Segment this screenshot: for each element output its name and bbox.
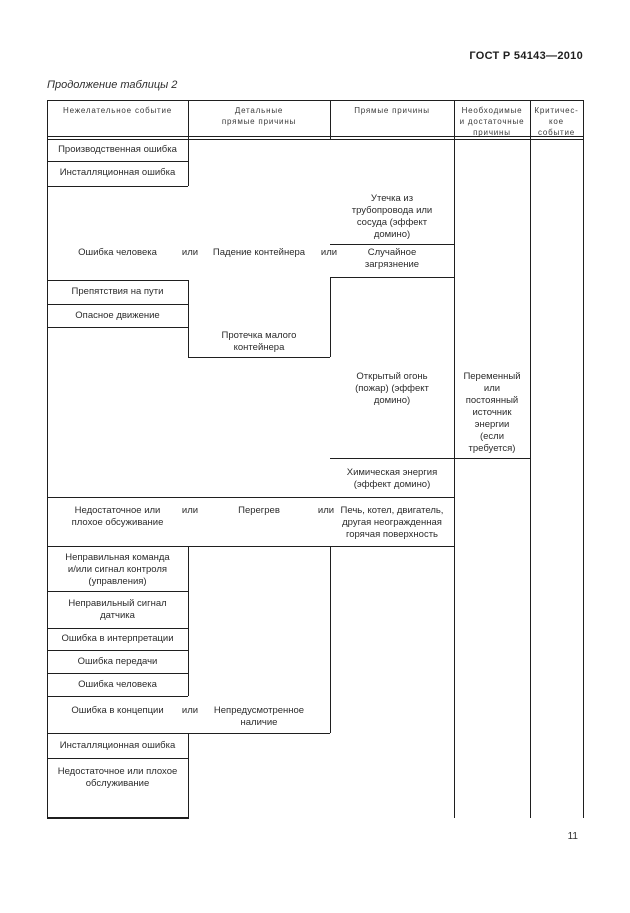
cell-installyatsionnaya-oshibka-1: Инсталляционная ошибка xyxy=(59,167,176,178)
grid-line-h xyxy=(47,161,188,162)
cell-peremennyy-istochnik: Переменный или постоянный источник энерг… xyxy=(463,371,521,454)
header-double-line-lower xyxy=(47,139,583,140)
grid-line-h xyxy=(47,591,188,592)
cell-prepyatstviya-na-puti: Препятствия на пути xyxy=(71,286,164,297)
cell-oshibka-cheloveka-2: Ошибка человека xyxy=(78,679,157,690)
grid-line-v xyxy=(188,280,189,357)
grid-line-h xyxy=(330,458,530,459)
table-right-border xyxy=(583,100,584,818)
cell-utechka: Утечка из трубопровода или сосуда (эффек… xyxy=(351,193,433,240)
table-top-border xyxy=(47,100,583,101)
cell-sluchaynoe-zagryaznenie: Случайное загрязнение xyxy=(364,247,420,270)
cell-proizvodstvennaya-oshibka: Производственная ошибка xyxy=(58,144,177,155)
grid-line-h xyxy=(47,304,188,305)
grid-line-v xyxy=(330,277,331,357)
or-connector: или xyxy=(181,247,199,258)
standard-reference: ГОСТ Р 54143—2010 xyxy=(469,50,583,62)
cell-otkrytyy-ogon: Открытый огонь (пожар) (эффект домино) xyxy=(355,371,429,406)
grid-line-h xyxy=(47,280,188,281)
cell-nedostatochnoe-obsluzhivanie: Недостаточное или плохое обслуживание xyxy=(57,766,178,789)
grid-line-h xyxy=(47,546,454,547)
cell-oshibka-peredachi: Ошибка передачи xyxy=(77,656,158,667)
cell-padenie-konteynera: Падение контейнера xyxy=(212,247,306,258)
cell-nedostatochnoe-obsuzhivanie: Недостаточное или плохое обсуживание xyxy=(71,505,164,528)
cell-nepredusmotrennoe-nalichie: Непредусмотренное наличие xyxy=(213,705,305,728)
grid-line-h xyxy=(47,673,188,674)
grid-line-h xyxy=(47,758,188,759)
grid-line-h xyxy=(188,357,330,358)
column-header-critical-event: Критичес- кое событие xyxy=(534,106,579,137)
cell-protechka-malogo-konteynera: Протечка малого контейнера xyxy=(221,330,297,353)
grid-line-v xyxy=(188,546,189,696)
cell-opasnoe-dvizhenie: Опасное движение xyxy=(75,310,160,321)
grid-line-v xyxy=(188,733,189,817)
cell-oshibka-interpretatsii: Ошибка в интерпретации xyxy=(61,633,174,644)
grid-line-h xyxy=(330,244,454,245)
grid-line-h xyxy=(330,277,454,278)
cell-nepravilnaya-komanda: Неправильная команда и/или сигнал контро… xyxy=(65,552,170,587)
grid-line-h xyxy=(47,497,454,498)
grid-line-v xyxy=(330,100,331,139)
or-connector: или xyxy=(181,505,199,516)
grid-line-v xyxy=(330,546,331,733)
column-header-direct-causes: Прямые причины xyxy=(354,106,430,115)
header-double-line-upper xyxy=(47,136,583,137)
table-bottom-border xyxy=(47,817,189,819)
grid-line-h xyxy=(47,186,188,187)
grid-line-v xyxy=(188,100,189,186)
cell-nepravilnyy-signal: Неправильный сигнал датчика xyxy=(68,598,167,621)
cell-pech-kotel: Печь, котел, двигатель, другая неогражде… xyxy=(340,505,444,540)
table-left-border xyxy=(47,100,48,818)
cell-oshibka-cheloveka-1: Ошибка человека xyxy=(78,247,157,258)
grid-line-v xyxy=(530,100,531,818)
cell-peregrev: Перегрев xyxy=(238,505,280,516)
grid-line-h xyxy=(47,696,188,697)
grid-line-h xyxy=(47,650,188,651)
or-connector: или xyxy=(320,247,338,258)
table-caption: Продолжение таблицы 2 xyxy=(47,79,178,91)
grid-line-h xyxy=(47,628,188,629)
cell-khimicheskaya-energiya: Химическая энергия (эффект домино) xyxy=(346,467,438,490)
column-header-necessary-sufficient-causes: Необходимые и достаточные причины xyxy=(459,106,525,137)
cell-oshibka-kontseptsii: Ошибка в концепции xyxy=(71,705,164,716)
or-connector: или xyxy=(317,505,335,516)
grid-line-v xyxy=(454,100,455,818)
column-header-detailed-direct-causes: Детальные прямые причины xyxy=(221,106,297,126)
page-number: 11 xyxy=(567,831,578,842)
column-header-undesirable-event: Нежелательное событие xyxy=(63,106,172,115)
cell-installyatsionnaya-oshibka-2: Инсталляционная ошибка xyxy=(59,740,176,751)
or-connector: или xyxy=(181,705,199,716)
grid-line-h xyxy=(47,327,188,328)
